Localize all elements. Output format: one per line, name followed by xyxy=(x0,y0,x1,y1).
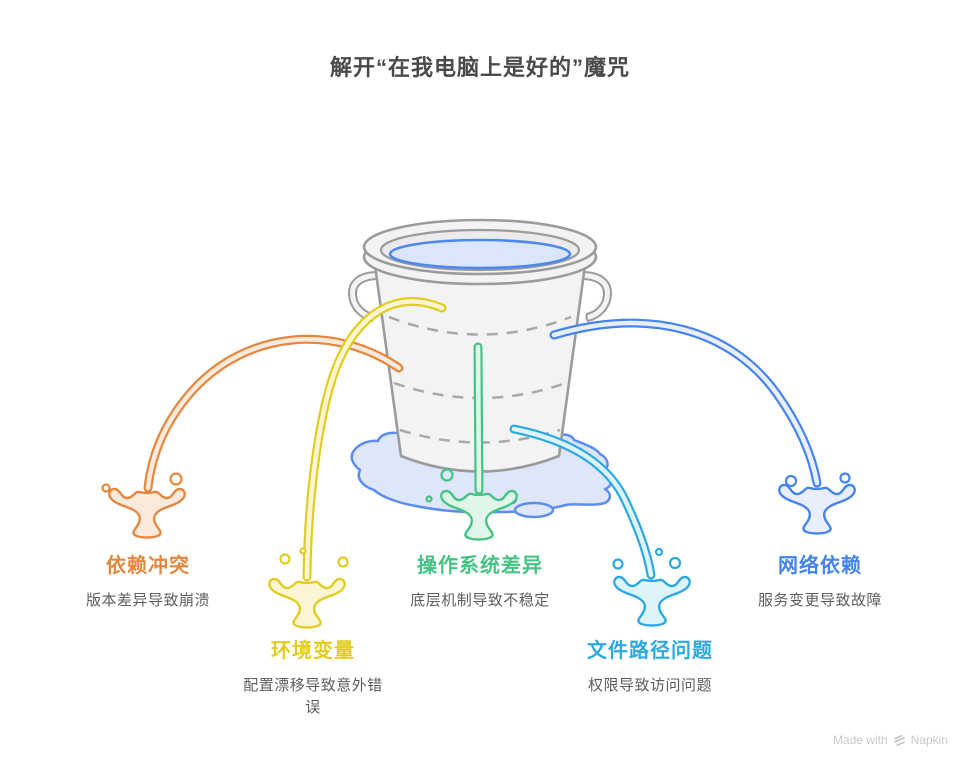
droplet xyxy=(279,553,291,565)
splash-environment-vars xyxy=(268,577,346,629)
bucket xyxy=(347,218,613,473)
splash-os-differences xyxy=(440,489,518,541)
item-desc: 底层机制导致不稳定 xyxy=(410,592,550,609)
stream-environment-vars xyxy=(268,296,447,629)
stream-network-dependency xyxy=(549,318,856,535)
page-title: 解开“在我电脑上是好的”魔咒 xyxy=(329,55,630,80)
droplet xyxy=(668,556,682,570)
bucket-handle-right xyxy=(580,270,613,323)
droplet xyxy=(101,483,111,493)
stream-os-differences xyxy=(425,342,518,541)
splash-network-dependency xyxy=(778,483,856,535)
item-desc: 权限导致访问问题 xyxy=(587,677,712,694)
item-os-differences: 操作系统差异 底层机制导致不稳定 xyxy=(380,549,580,612)
puddle-satellite-blob xyxy=(513,501,555,519)
droplet xyxy=(169,472,183,486)
stream-file-path-issues xyxy=(509,424,691,627)
stream-dependency-conflict xyxy=(101,334,404,539)
item-title: 环境变量 xyxy=(271,640,355,662)
made-with-label: Made with xyxy=(832,733,888,747)
droplet xyxy=(425,495,433,503)
item-title: 文件路径问题 xyxy=(587,640,713,662)
droplet xyxy=(654,547,664,557)
droplet xyxy=(839,472,851,484)
item-file-path-issues: 文件路径问题 权限导致访问问题 xyxy=(550,634,750,697)
item-desc: 版本差异导致崩溃 xyxy=(85,592,210,609)
item-title: 网络依赖 xyxy=(778,555,862,577)
splash-file-path-issues xyxy=(613,575,691,627)
napkin-badge[interactable]: Made with Napkin xyxy=(833,733,948,747)
droplet xyxy=(299,547,307,555)
item-desc: 配置漂移导致意外错误 xyxy=(243,677,383,716)
item-dependency-conflict: 依赖冲突 版本差异导致崩溃 xyxy=(60,549,236,612)
item-title: 操作系统差异 xyxy=(417,555,543,577)
item-desc: 服务变更导致故障 xyxy=(757,592,882,609)
napkin-logo-icon xyxy=(893,734,905,746)
droplet xyxy=(337,556,349,568)
item-environment-vars: 环境变量 配置漂移导致意外错误 xyxy=(243,634,383,719)
splash-dependency-conflict xyxy=(108,487,186,539)
droplet xyxy=(612,558,624,570)
droplet xyxy=(440,468,454,482)
brand-label: Napkin xyxy=(910,733,948,747)
item-network-dependency: 网络依赖 服务变更导致故障 xyxy=(720,549,920,612)
item-title: 依赖冲突 xyxy=(106,555,190,577)
bucket-water-surface xyxy=(388,238,572,270)
droplet xyxy=(784,474,798,488)
